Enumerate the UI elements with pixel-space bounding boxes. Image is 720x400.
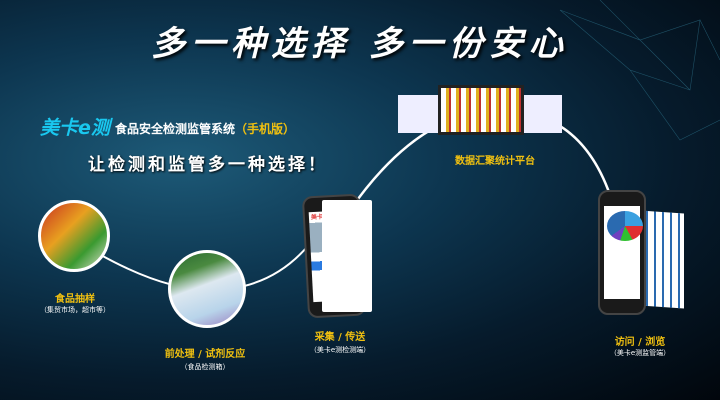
step-sub: （食品检测箱） xyxy=(180,363,230,371)
report-thumb xyxy=(398,95,442,133)
brand-name: 美卡e测 xyxy=(40,117,110,139)
step-label: 访问 / 浏览 xyxy=(614,337,666,348)
report-thumb xyxy=(518,95,562,133)
phone-screen-overlay xyxy=(322,200,372,312)
test-kit-image xyxy=(168,250,246,328)
phone-supervisor xyxy=(598,190,646,315)
system-name: 食品安全检测监管系统（手机版） xyxy=(115,120,295,137)
system-title: 食品安全检测监管系统 xyxy=(115,122,236,136)
step-label: 数据汇聚统计平台 xyxy=(455,156,535,167)
step-label: 食品抽样 xyxy=(55,294,95,305)
bar-chart-thumb xyxy=(441,88,521,132)
monitor-chart xyxy=(438,85,524,135)
headline: 多一种选择 多一份安心 xyxy=(151,24,569,64)
step-label: 前处理 / 试剂反应 xyxy=(164,349,246,360)
step-sub: （集贸市场，超市等） xyxy=(40,306,110,314)
step-sub: （美卡e测监管端） xyxy=(609,349,671,357)
step-sub: （美卡e测检测端） xyxy=(309,346,371,354)
pie-chart-thumb xyxy=(607,211,643,241)
bar-report xyxy=(640,210,684,309)
edition-label: （手机版） xyxy=(235,122,296,136)
phone-screen xyxy=(604,206,643,299)
step-label: 采集 / 传送 xyxy=(314,332,366,343)
slogan: 让检测和监管多一种选择！ xyxy=(88,155,328,175)
network-decoration xyxy=(559,0,720,141)
market-image xyxy=(38,200,110,272)
